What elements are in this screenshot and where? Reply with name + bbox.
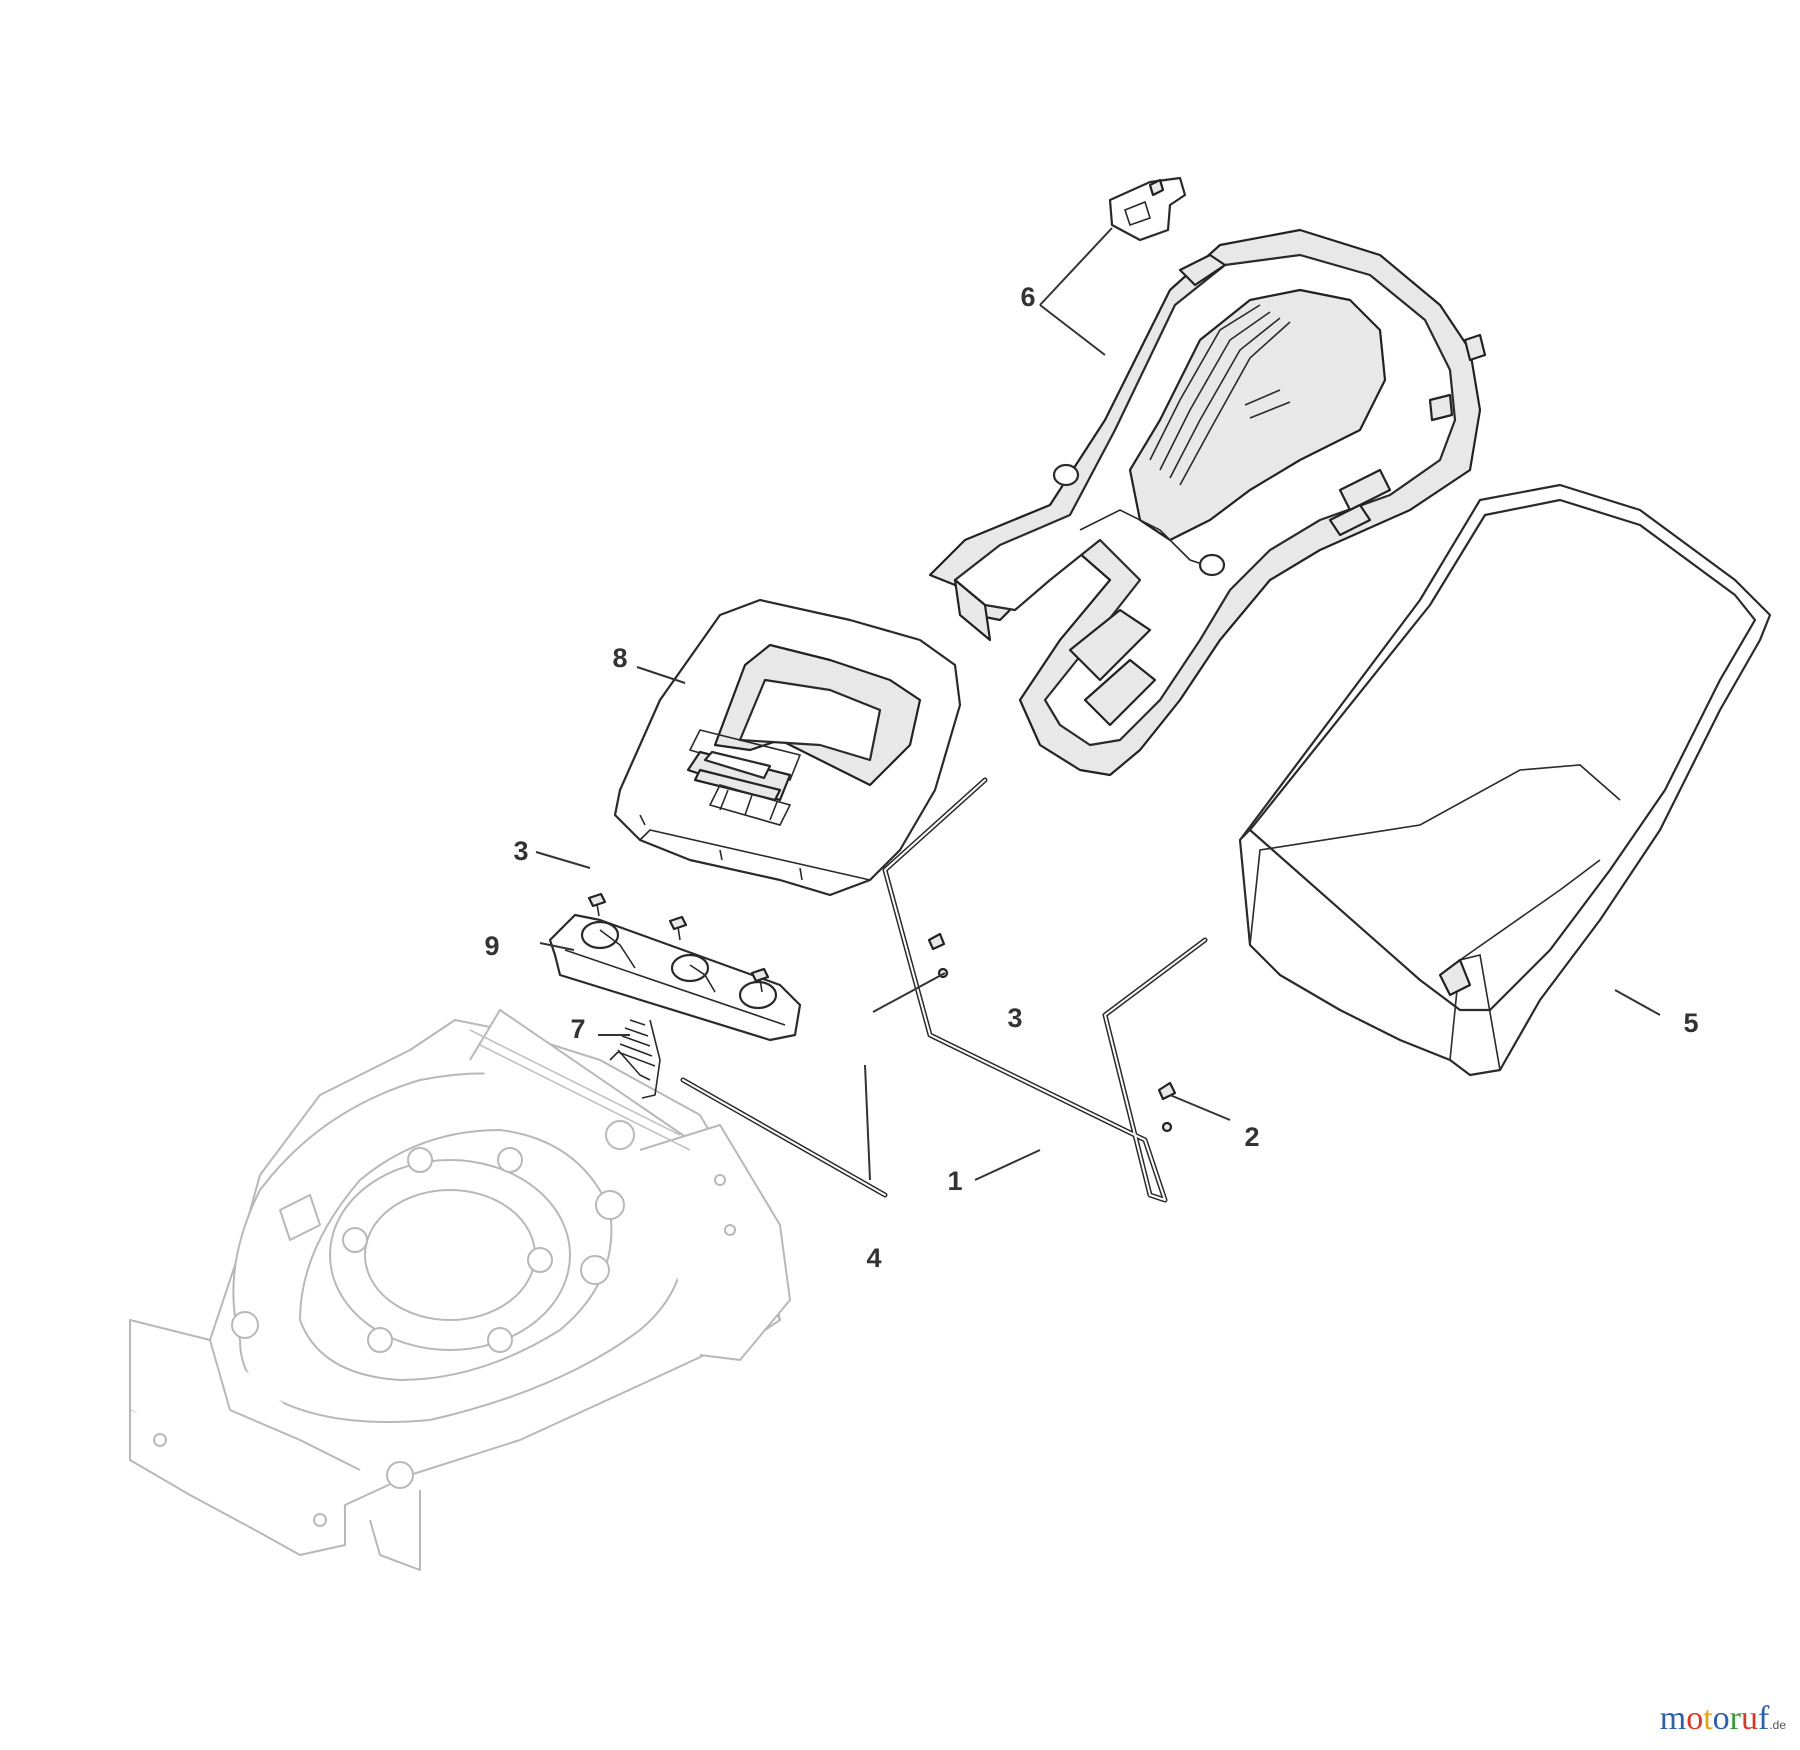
cover-clip: [1108, 176, 1187, 242]
callout-3-right: 3: [1007, 1003, 1022, 1033]
watermark-letter: t: [1703, 1700, 1713, 1737]
watermark-letter: o: [1712, 1700, 1730, 1737]
watermark-logo: motoruf.de: [1660, 1700, 1786, 1738]
watermark-letter: o: [1686, 1700, 1704, 1737]
screws: [587, 892, 1177, 1133]
watermark-letter: f: [1757, 1700, 1770, 1737]
callout-5: 5: [1683, 1008, 1698, 1038]
callout-3-top: 3: [513, 836, 528, 866]
watermark-suffix: .de: [1769, 1718, 1786, 1732]
callout-6: 6: [1020, 282, 1035, 312]
callout-7: 7: [570, 1014, 585, 1044]
watermark-letter: r: [1729, 1700, 1741, 1737]
handle-cover: [928, 228, 1487, 777]
callout-8: 8: [612, 643, 627, 673]
axle-rod: [680, 1077, 888, 1198]
callouts: 1 2 3 3 4 5 6 7 8 9: [484, 282, 1698, 1273]
callout-2: 2: [1244, 1122, 1259, 1152]
hinge-bracket: [548, 913, 802, 1042]
watermark-letter: m: [1659, 1700, 1687, 1737]
torsion-spring: [609, 1019, 661, 1099]
watermark-letters: motoruf: [1660, 1700, 1770, 1737]
handle-frame: [882, 777, 1208, 1203]
callout-9: 9: [484, 931, 499, 961]
grass-catcher: [1238, 483, 1772, 1077]
callout-4: 4: [866, 1243, 881, 1273]
callout-1: 1: [947, 1166, 962, 1196]
mower-deck: [129, 1009, 791, 1571]
leader-lines: [535, 227, 1661, 1181]
battery-cover: [613, 598, 962, 897]
watermark-letter: u: [1740, 1700, 1758, 1737]
